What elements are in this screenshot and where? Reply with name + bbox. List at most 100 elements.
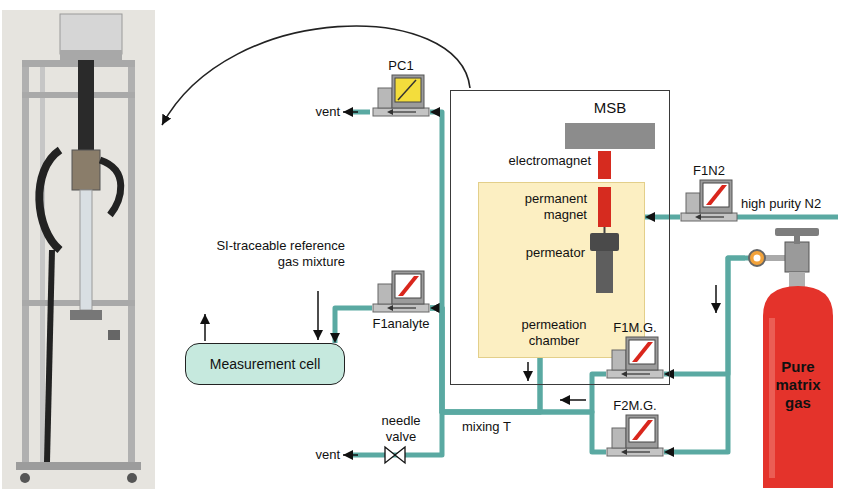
- device-label: F1M.G.: [604, 320, 666, 336]
- gas-pipe: [664, 258, 745, 452]
- direction-arrow: [626, 373, 650, 374]
- flow-controller-icon: [372, 270, 430, 316]
- direction-arrow-head: [387, 109, 393, 115]
- photo-ground: [2, 10, 155, 489]
- frame-post: [128, 60, 135, 470]
- flow-rail: [373, 108, 429, 116]
- permeator-body: [596, 251, 613, 293]
- display-panel: [703, 183, 729, 207]
- wheel: [20, 473, 30, 483]
- needle-valve-symbol: [385, 447, 405, 463]
- gas-pipe: [664, 258, 745, 374]
- hose: [100, 160, 121, 215]
- vent-pipe: [352, 412, 442, 455]
- controller-housing: [626, 415, 658, 448]
- direction-arrow-head: [621, 371, 627, 377]
- permanent-magnet: [598, 187, 611, 227]
- coupling-housing: [72, 150, 100, 190]
- permeator-cap: [590, 233, 619, 251]
- device-label: F1analyte: [370, 316, 432, 332]
- valve-block: [378, 88, 392, 108]
- flow-rail: [607, 370, 663, 378]
- device-name: MSB: [565, 99, 655, 117]
- frame-bar: [22, 300, 135, 306]
- wheel: [127, 473, 137, 483]
- direction-arrow: [700, 216, 724, 217]
- direction-arrow-head: [387, 305, 393, 311]
- direction-arrow-head: [695, 214, 701, 220]
- frame-post: [22, 60, 29, 470]
- supply-label: high purity N2: [741, 196, 838, 212]
- junction-label: mixing T: [462, 419, 532, 435]
- pipework: [205, 112, 838, 463]
- reference-gas-label: SI-traceable reference gas mixture: [205, 238, 345, 270]
- electromagnet: [598, 151, 611, 179]
- device-label: PC1: [370, 58, 432, 74]
- flow-arrow: [317, 291, 319, 340]
- chamber-name: permeation chamber: [499, 317, 609, 349]
- display-needle: [398, 80, 416, 100]
- cable: [47, 250, 52, 462]
- mass-flow-controller: F1M.G.: [604, 320, 666, 382]
- flow-arrow: [560, 399, 586, 401]
- vent-label: vent: [300, 104, 340, 120]
- valve-handle: [775, 228, 819, 236]
- part-label: permeator: [487, 245, 585, 261]
- cylinder-highlight: [769, 318, 775, 478]
- frame-base: [16, 462, 141, 470]
- direction-arrow: [392, 111, 416, 112]
- gas-pipe: [335, 308, 372, 343]
- mass-flow-controller: F2M.G.: [604, 398, 666, 460]
- gas-pipe: [645, 215, 680, 220]
- enclosure-base: [60, 50, 122, 60]
- fitting: [108, 330, 120, 340]
- regulator-body: [785, 242, 809, 272]
- flow-arrow: [204, 314, 206, 341]
- flange: [70, 310, 102, 320]
- flow-rail: [607, 448, 663, 456]
- supply-pipe: [736, 215, 838, 220]
- direction-arrow-head: [621, 449, 627, 455]
- display-needle: [632, 342, 653, 362]
- direction-arrow: [392, 307, 416, 308]
- display-needle: [706, 185, 727, 205]
- device-label: F2M.G.: [604, 398, 666, 414]
- valve-stem: [794, 236, 800, 244]
- flow-arrow: [527, 362, 529, 381]
- cylinder-neck: [789, 272, 805, 288]
- cylinder-label: Pure matrix gas: [763, 358, 833, 412]
- mass-flow-controller: F1analyte: [370, 270, 432, 332]
- pressure-gauge: [749, 250, 765, 266]
- apparatus-photo: [2, 10, 155, 489]
- flow-rail: [373, 304, 429, 312]
- flow-controller-icon: [606, 414, 664, 460]
- device-label: F1N2: [678, 163, 740, 179]
- display-panel: [395, 274, 421, 298]
- direction-arrow: [626, 451, 650, 452]
- valve-label: needle valve: [370, 413, 432, 445]
- hose: [39, 150, 60, 250]
- frame-post: [40, 60, 45, 470]
- cell-name: Measurement cell: [210, 356, 321, 372]
- controller-housing: [626, 337, 658, 370]
- cylinder-drawing: [745, 226, 838, 488]
- pointer-arrow: [162, 26, 470, 125]
- flow-rail: [681, 213, 737, 221]
- flow-arrow: [715, 285, 717, 313]
- mass-flow-controller: F1N2: [678, 163, 740, 225]
- gas-cylinder: Pure matrix gas: [745, 226, 838, 488]
- controller-housing: [700, 180, 732, 213]
- controller-housing: [392, 271, 424, 304]
- part-label: electromagnet: [491, 153, 591, 169]
- display-panel: [629, 340, 655, 364]
- measurement-cell: Measurement cell: [185, 343, 345, 385]
- flow-arrow: [343, 454, 358, 456]
- regulator-arm: [763, 255, 787, 261]
- display-needle: [398, 276, 419, 296]
- valve-block: [612, 350, 626, 370]
- display-panel: [629, 418, 655, 442]
- balance-head: [565, 123, 655, 149]
- flow-controller-icon: [606, 336, 664, 382]
- gauge-face: [754, 255, 761, 262]
- display-needle: [632, 420, 653, 440]
